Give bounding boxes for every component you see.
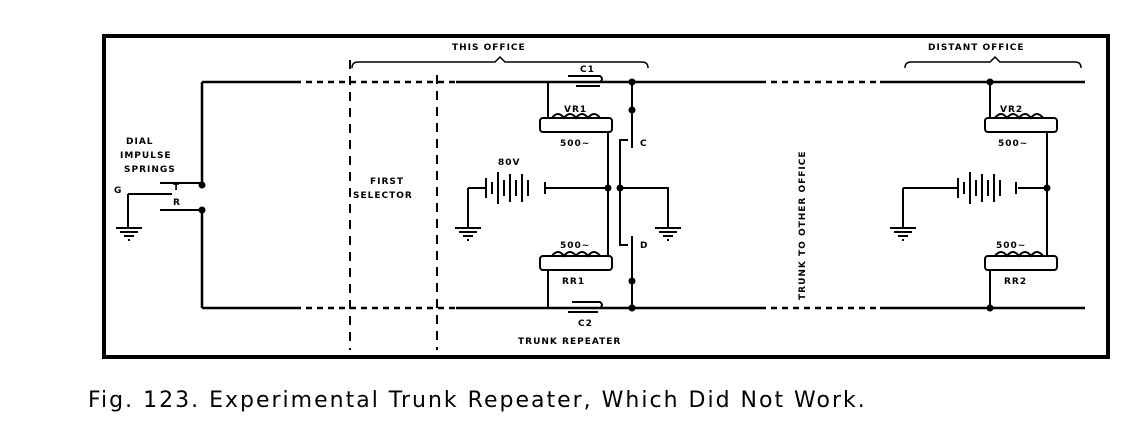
- first-selector-label: SELECTOR: [353, 191, 413, 201]
- figure-caption: Fig. 123. Experimental Trunk Repeater, W…: [88, 388, 867, 413]
- line-wires: [200, 80, 1085, 310]
- rr2-coil: [984, 255, 1058, 271]
- capacitor-c2: [568, 301, 603, 313]
- contact-d-label: D: [640, 241, 648, 251]
- contact-c-label: C: [640, 139, 648, 149]
- distant-office-brace: [904, 55, 1082, 69]
- diagram-frame: [102, 34, 1110, 359]
- first-selector-label: FIRST: [370, 177, 404, 187]
- trunk-repeater-label: TRUNK REPEATER: [518, 337, 621, 347]
- vr2-label: VR2: [1000, 105, 1023, 115]
- this-office-brace: [351, 55, 649, 69]
- g-label: G: [114, 186, 122, 196]
- capacitor-c1: [568, 75, 603, 87]
- ground-icon: [116, 227, 142, 241]
- trunk-to-other-office-label: TRUNK TO OTHER OFFICE: [798, 150, 808, 300]
- rr2-label: RR2: [1004, 277, 1027, 287]
- r-label: R: [173, 198, 181, 208]
- first-selector-boundary: [349, 60, 438, 350]
- rr1-coil: [539, 255, 613, 271]
- battery-label: 80V: [498, 158, 521, 168]
- vr2-ohms-label: 500~: [998, 139, 1028, 149]
- dial-springs-label: SPRINGS: [124, 165, 176, 175]
- c1-label: C1: [580, 65, 595, 75]
- vr2-coil: [984, 117, 1058, 133]
- rr1-ohms-label: 500~: [560, 241, 590, 251]
- distant-office-label: DISTANT OFFICE: [928, 43, 1025, 53]
- dial-springs-label: IMPULSE: [120, 151, 172, 161]
- dial-impulse-springs: [127, 181, 206, 228]
- this-office-label: THIS OFFICE: [452, 43, 526, 53]
- rr2-ohms-label: 500~: [996, 241, 1026, 251]
- vr1-label: VR1: [564, 105, 587, 115]
- c2-label: C2: [578, 319, 593, 329]
- vr1-ohms-label: 500~: [560, 139, 590, 149]
- rr1-label: RR1: [562, 277, 585, 287]
- t-label: T: [173, 183, 180, 193]
- distant-office-repeater: [890, 78, 1058, 312]
- this-office-repeater: [455, 78, 681, 312]
- vr1-coil: [539, 117, 613, 133]
- dial-springs-label: DIAL: [126, 137, 154, 147]
